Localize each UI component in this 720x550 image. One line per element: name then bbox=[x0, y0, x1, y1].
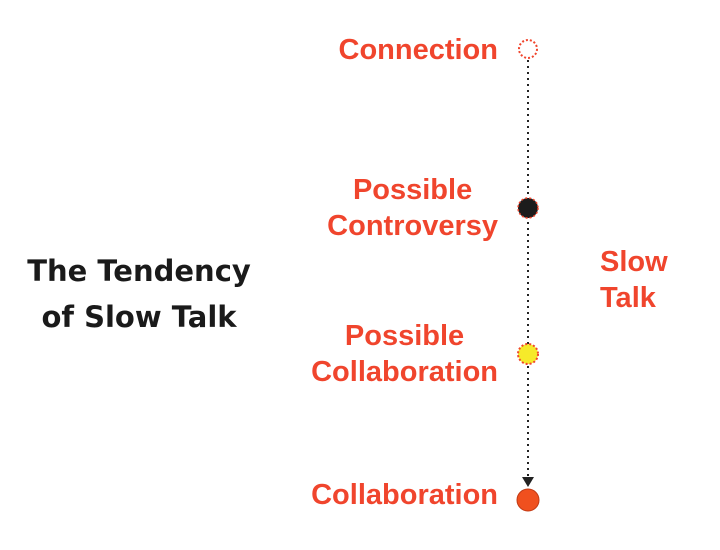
marker-connection bbox=[518, 39, 538, 59]
marker-possible-controversy bbox=[517, 197, 539, 219]
side-label-line-2: Talk bbox=[600, 282, 656, 314]
stage-label-possible-collaboration: Possible Collaboration bbox=[311, 318, 498, 390]
diagram-title-line-1: The Tendency bbox=[27, 254, 251, 288]
timeline-arrowhead bbox=[522, 477, 534, 487]
stage-label-possible-controversy-line-2: Controversy bbox=[327, 210, 498, 242]
side-label-line-1: Slow bbox=[600, 246, 668, 278]
marker-collaboration bbox=[516, 488, 540, 512]
marker-possible-collaboration bbox=[517, 343, 539, 365]
stage-label-possible-controversy: Possible Controversy bbox=[327, 172, 498, 244]
stage-label-possible-controversy-line-1: Possible bbox=[352, 174, 473, 206]
stage-label-connection: Connection bbox=[339, 32, 499, 68]
diagram-title-line-2: of Slow Talk bbox=[41, 300, 237, 334]
stage-label-possible-collaboration-line-1: Possible bbox=[344, 320, 465, 352]
diagram-title: The Tendency of Slow Talk bbox=[14, 248, 264, 340]
stage-label-possible-collaboration-line-2: Collaboration bbox=[311, 356, 498, 388]
stage-label-collaboration-line-1: Collaboration bbox=[311, 479, 498, 511]
stage-label-connection-line-1: Connection bbox=[338, 34, 499, 66]
side-label-slow-talk: Slow Talk bbox=[600, 244, 668, 316]
stage-label-collaboration: Collaboration bbox=[311, 477, 498, 513]
